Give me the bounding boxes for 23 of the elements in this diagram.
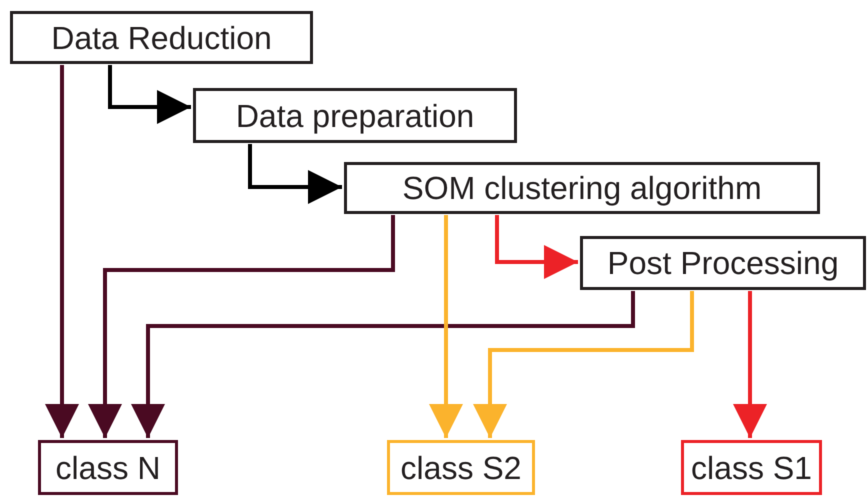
arrow	[473, 291, 694, 438]
process-box	[344, 162, 820, 214]
arrow	[108, 65, 191, 124]
arrow	[248, 144, 342, 204]
node-label: class N	[56, 452, 160, 484]
class-box	[681, 440, 822, 495]
arrow	[45, 65, 79, 438]
arrow	[88, 215, 395, 438]
node-label: Data preparation	[236, 100, 474, 132]
process-box	[193, 88, 517, 143]
class-box	[387, 440, 535, 495]
process-box	[10, 11, 313, 64]
node-label: class S1	[691, 452, 812, 484]
node-label: class S2	[400, 452, 522, 484]
arrow	[495, 215, 578, 279]
arrow	[429, 215, 463, 438]
node-label: Post Processing	[607, 247, 839, 279]
arrow	[733, 291, 767, 438]
process-box	[580, 236, 866, 290]
class-box	[38, 440, 178, 495]
arrow	[131, 291, 635, 438]
node-label: SOM clustering algorithm	[402, 172, 762, 204]
node-label: Data Reduction	[51, 22, 272, 54]
